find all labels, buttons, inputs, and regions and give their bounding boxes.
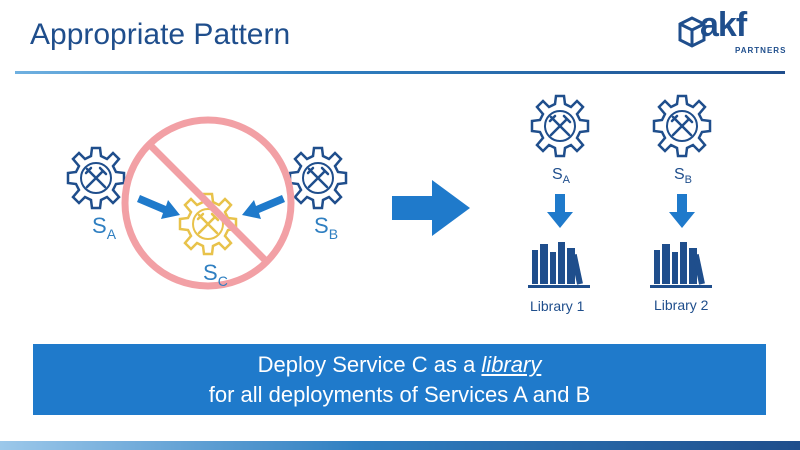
footer-bar	[0, 441, 800, 450]
page-title: Appropriate Pattern	[30, 18, 291, 51]
arrow-a-to-c	[137, 195, 180, 219]
gear-icon-service-b-right	[652, 94, 712, 158]
gear-icon-service-b-left	[288, 146, 348, 210]
gear-icon-service-a-right	[530, 94, 590, 158]
banner-line-1: Deploy Service C as a library	[257, 352, 542, 377]
logo-name: akf	[700, 6, 747, 44]
logo-subtitle: PARTNERS	[735, 46, 787, 55]
title-divider	[15, 71, 785, 74]
akf-logo	[678, 16, 706, 48]
gear-icon-service-a-left	[66, 146, 126, 210]
cube-icon	[678, 16, 706, 48]
banner-line-2: for all deployments of Services A and B	[208, 382, 591, 407]
library-icon-1	[528, 242, 590, 288]
arrow-b-to-library	[669, 194, 695, 228]
arrow-a-to-library	[547, 194, 573, 228]
label-service-b-right: SB	[674, 166, 693, 186]
library-icon-2	[650, 242, 712, 288]
right-arrow	[392, 180, 470, 236]
label-service-b-left: SB	[314, 213, 339, 242]
banner-emphasis: library	[481, 352, 542, 377]
arrow-b-to-c	[242, 195, 285, 219]
label-service-a-left: SA	[92, 213, 117, 242]
prohibited-icon	[121, 116, 295, 290]
label-service-a-right: SA	[552, 166, 571, 186]
label-library-2: Library 2	[654, 297, 709, 313]
summary-banner: Deploy Service C as a library for all de…	[33, 344, 766, 415]
label-service-c: SC	[203, 260, 228, 289]
label-library-1: Library 1	[530, 298, 585, 314]
